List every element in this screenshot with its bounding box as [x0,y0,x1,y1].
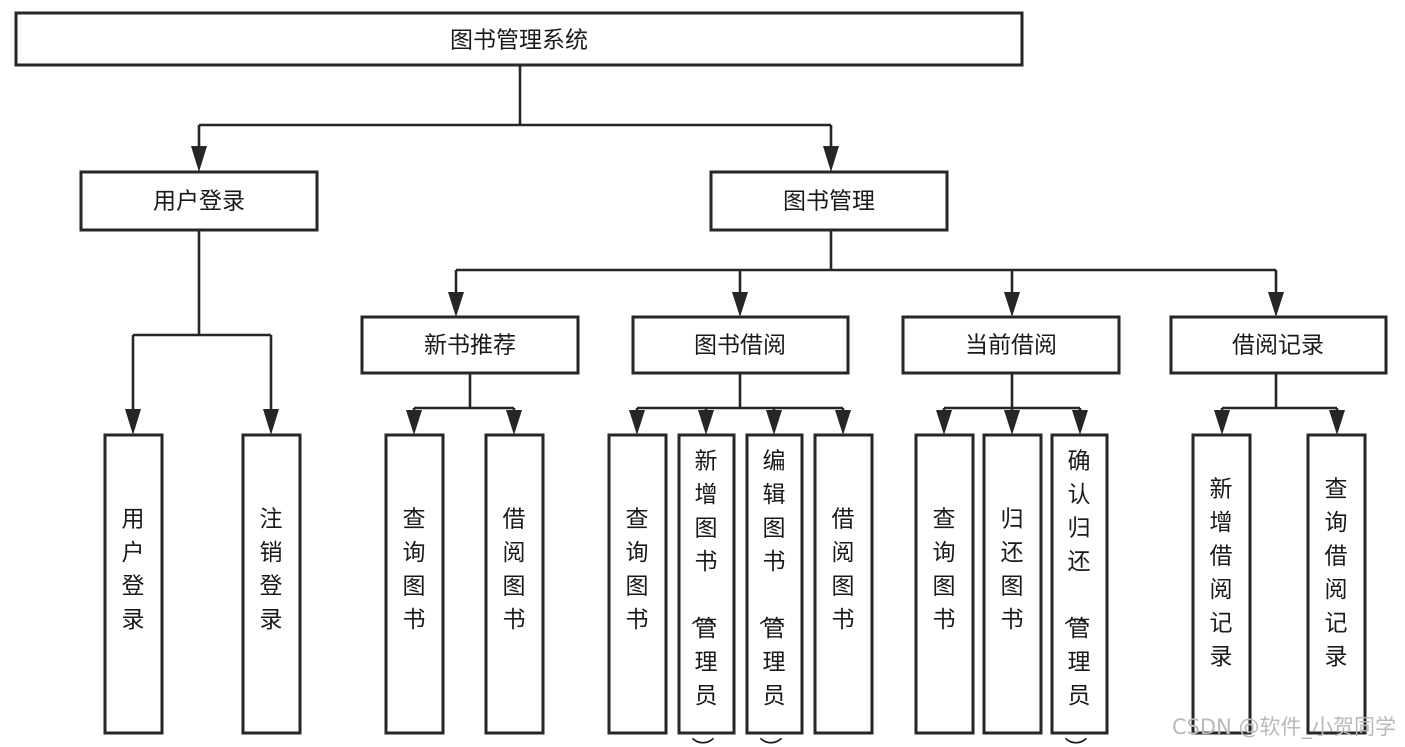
node-book-manage[interactable]: 图书管理 [709,170,949,232]
node-leaf-user-logout-label: 注销登录 [260,507,283,634]
node-leaf-query-record[interactable]: 查询借阅记录 [1306,433,1367,735]
arrow-to-leaf-user-login [125,409,141,435]
node-leaf-confirm-return-box[interactable] [1050,433,1109,735]
node-current-borrow[interactable]: 当前借阅 [901,315,1121,375]
node-leaf-query-book-2-box[interactable] [607,433,668,735]
arrow-to-user-login [191,146,207,172]
arrow-to-new-book-rec [448,292,464,317]
node-leaf-edit-book-label: 编辑图书（管理员） [757,449,786,747]
node-new-book-rec-box[interactable] [360,315,580,375]
node-leaf-user-login-label: 用户登录 [122,507,145,634]
arrow-to-leaf-confirm-return [1072,410,1088,435]
arrow-to-borrow-record [1268,292,1284,317]
node-new-book-rec-label: 新书推荐 [424,333,516,359]
node-leaf-return-book-box[interactable] [982,433,1043,735]
node-leaf-edit-book[interactable]: 编辑图书（管理员） [745,433,804,747]
node-current-borrow-label: 当前借阅 [965,333,1057,359]
node-leaf-query-book-3[interactable]: 查询图书 [914,433,975,735]
node-leaf-edit-book-box[interactable] [745,433,804,735]
node-borrow-record-box[interactable] [1169,315,1388,375]
node-leaf-query-book-1[interactable]: 查询图书 [384,433,445,735]
node-leaf-user-login-box[interactable] [103,433,164,735]
node-leaf-borrow-book-2[interactable]: 借阅图书 [813,433,874,735]
arrow-to-leaf-query-book-2 [629,410,645,435]
node-leaf-query-book-3-label: 查询图书 [933,507,956,634]
node-borrow-record[interactable]: 借阅记录 [1169,315,1388,375]
node-book-manage-label: 图书管理 [783,189,875,215]
node-leaf-borrow-book-1-label: 借阅图书 [503,507,526,634]
node-borrow-record-label: 借阅记录 [1232,333,1324,359]
node-leaf-query-book-1-box[interactable] [384,433,445,735]
node-leaf-add-book[interactable]: 新增图书（管理员） [677,433,736,747]
node-leaf-user-logout[interactable]: 注销登录 [241,433,302,735]
node-leaf-query-record-box[interactable] [1306,433,1367,735]
arrow-to-leaf-query-book-1 [406,410,422,435]
node-leaf-confirm-return-label: 确认归还（管理员） [1062,449,1091,747]
node-leaf-return-book[interactable]: 归还图书 [982,433,1043,735]
node-leaf-add-record[interactable]: 新增借阅记录 [1191,433,1252,735]
node-new-book-rec[interactable]: 新书推荐 [360,315,580,375]
node-leaf-query-book-1-label: 查询图书 [403,507,426,634]
connector-layer [125,65,1345,435]
node-leaf-query-book-3-box[interactable] [914,433,975,735]
node-user-login-box[interactable] [79,170,319,232]
arrow-to-leaf-add-record [1214,410,1230,435]
node-leaf-confirm-return[interactable]: 确认归还（管理员） [1050,433,1109,747]
node-user-login[interactable]: 用户登录 [79,170,319,232]
node-leaf-return-book-label: 归还图书 [1001,507,1024,634]
node-book-borrow[interactable]: 图书借阅 [631,315,850,375]
arrow-to-book-manage [823,146,839,172]
node-leaf-query-book-2-label: 查询图书 [626,507,649,634]
node-book-borrow-box[interactable] [631,315,850,375]
node-leaf-query-record-label: 查询借阅记录 [1325,477,1348,671]
arrow-to-leaf-borrow-book-2 [835,410,851,435]
arrow-to-leaf-query-book-3 [936,410,952,435]
node-current-borrow-box[interactable] [901,315,1121,375]
node-leaf-borrow-book-1-box[interactable] [484,433,545,735]
csdn-watermark: CSDN @软件_小贺同学 [1172,715,1396,740]
node-leaf-borrow-book-2-box[interactable] [813,433,874,735]
node-leaf-add-record-label: 新增借阅记录 [1210,477,1233,671]
node-book-borrow-label: 图书借阅 [694,333,786,359]
node-user-login-label: 用户登录 [153,189,245,215]
arrow-to-leaf-add-book [698,410,714,435]
arrow-to-current-borrow [1004,292,1020,317]
node-leaf-borrow-book-2-label: 借阅图书 [832,507,855,634]
node-root-label: 图书管理系统 [450,28,588,54]
node-leaf-add-book-label: 新增图书（管理员） [689,449,718,747]
node-root-box[interactable] [14,11,1024,67]
node-leaf-borrow-book-1[interactable]: 借阅图书 [484,433,545,735]
node-leaf-user-login[interactable]: 用户登录 [103,433,164,735]
node-leaf-add-record-box[interactable] [1191,433,1252,735]
node-book-manage-box[interactable] [709,170,949,232]
arrow-to-leaf-edit-book [766,410,782,435]
arrow-to-leaf-return-book [1004,410,1020,435]
arrow-to-leaf-user-logout [263,409,279,435]
node-leaf-add-book-box[interactable] [677,433,736,735]
node-leaf-user-logout-box[interactable] [241,433,302,735]
arrow-to-book-borrow [732,292,748,317]
arrow-to-leaf-query-record [1329,410,1345,435]
arrow-to-leaf-borrow-book-1 [506,410,522,435]
node-leaf-query-book-2[interactable]: 查询图书 [607,433,668,735]
node-root[interactable]: 图书管理系统 [14,11,1024,67]
